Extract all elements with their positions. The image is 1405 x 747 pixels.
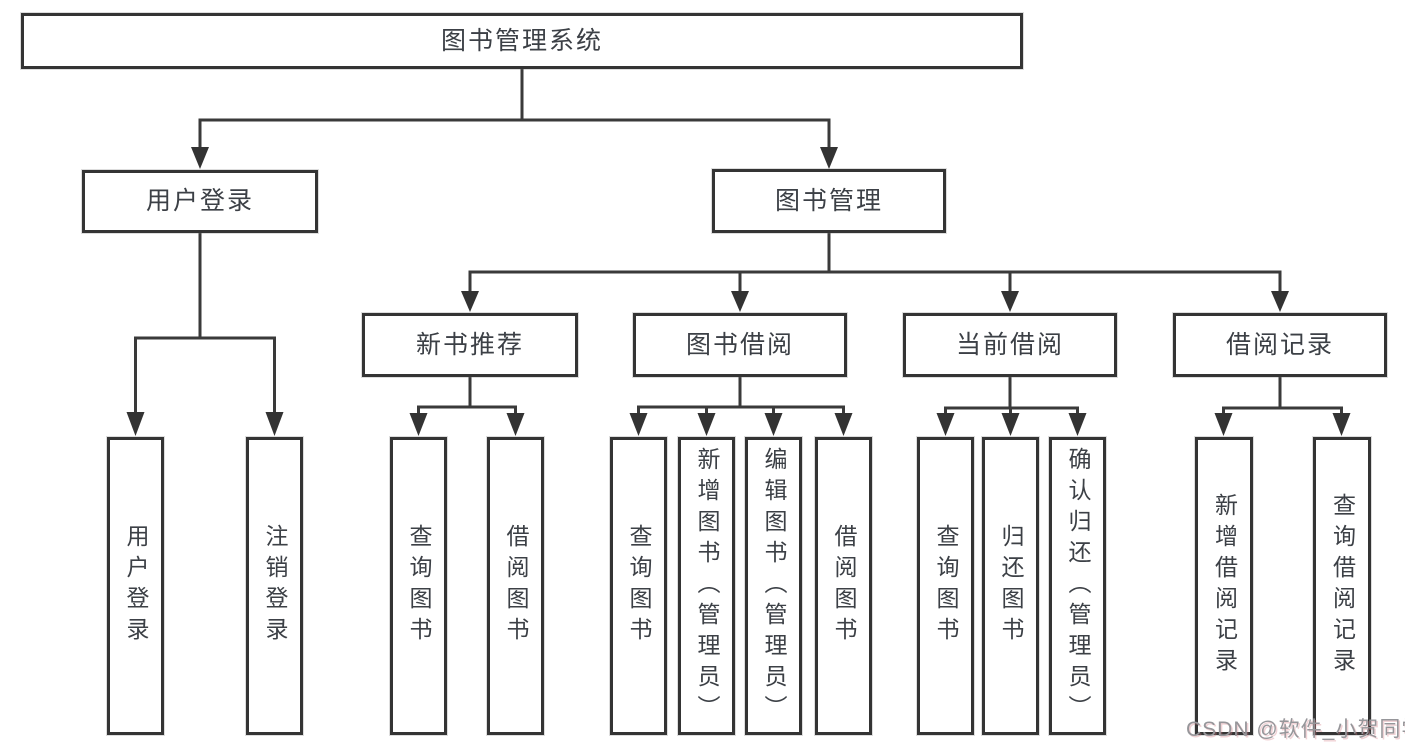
leaf-user-login: 用户登录 [107,437,164,735]
node-book-borrow: 图书借阅 [633,313,847,377]
node-book-management: 图书管理 [712,169,946,233]
leaf-confirm-return-admin: 确认归还（管理员） [1049,437,1106,735]
leaf-return-books: 归还图书 [982,437,1039,735]
watermark: CSDN @软件_小贺同学 [1186,718,1405,741]
leaf-query-books-borrow: 查询图书 [610,437,667,735]
leaf-borrow-books-recommend: 借阅图书 [487,437,544,735]
leaf-edit-books-admin: 编辑图书（管理员） [745,437,802,735]
leaf-query-borrow-record: 查询借阅记录 [1313,437,1371,735]
leaf-add-books-admin: 新增图书（管理员） [678,437,735,735]
leaf-query-books-current: 查询图书 [917,437,974,735]
leaf-query-books-recommend: 查询图书 [390,437,447,735]
node-user-login: 用户登录 [82,170,318,233]
arrowheads [126,147,1351,436]
node-new-book-recommend: 新书推荐 [362,313,578,377]
node-current-borrow: 当前借阅 [903,313,1117,377]
node-root: 图书管理系统 [21,13,1023,69]
leaf-logout: 注销登录 [246,437,303,735]
node-borrow-records: 借阅记录 [1173,313,1387,377]
leaf-add-borrow-record: 新增借阅记录 [1195,437,1253,735]
leaf-borrow-books: 借阅图书 [815,437,872,735]
